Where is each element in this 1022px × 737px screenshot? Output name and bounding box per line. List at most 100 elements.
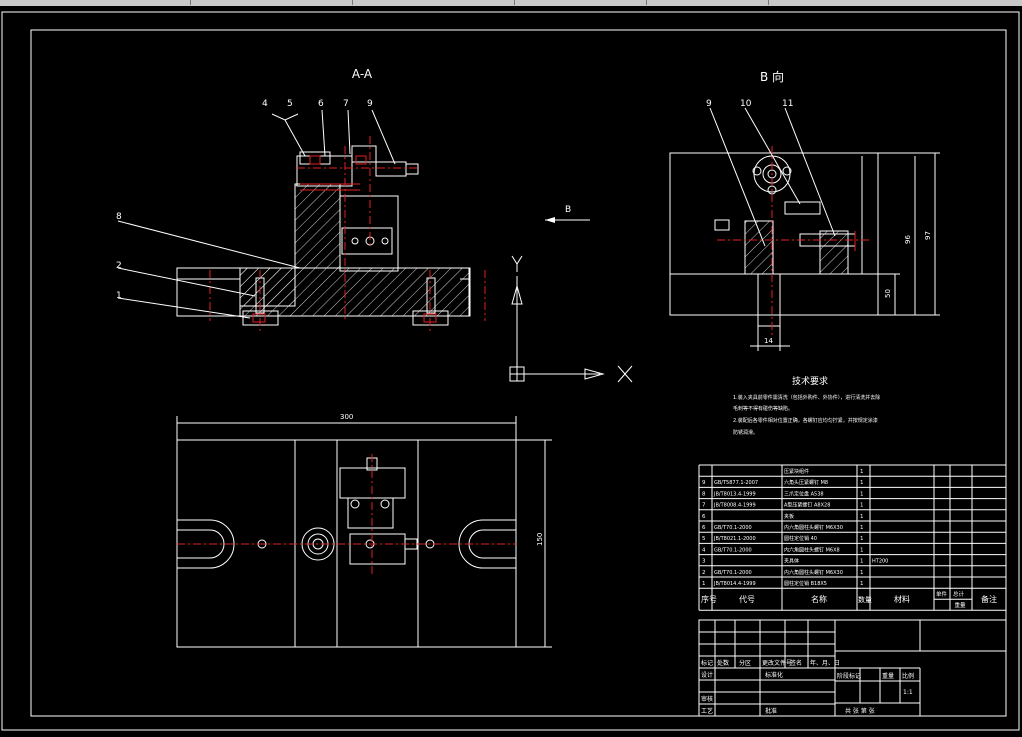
- bom-row-qty: 1: [860, 503, 864, 509]
- bom-row-code: JB/T8013.4-1999: [713, 491, 756, 497]
- balloon-aa-5: 5: [287, 99, 293, 109]
- tb-zone: 分区: [739, 659, 751, 667]
- tech-title: 技术要求: [792, 375, 828, 387]
- bom-header-no: 序号: [701, 594, 717, 604]
- balloon-b-11: 11: [782, 99, 793, 109]
- tech-line-1: 1.装入夹具前零件需清洗（包括外购件、外协件），进行清洗并去除: [733, 394, 880, 401]
- tb-sheets: 共 张 第 张: [845, 707, 875, 715]
- bom-row-no: 4: [702, 547, 706, 553]
- bom-row-qty: 1: [860, 480, 864, 486]
- tb-date: 年、月、日: [810, 659, 840, 667]
- b-dim-small: 50: [884, 289, 892, 298]
- bom-header-code: 代号: [739, 594, 755, 604]
- bom-row-qty: 1: [860, 570, 864, 576]
- b-dim-total: 97: [924, 231, 932, 240]
- tb-doc: 更改文件号: [762, 659, 792, 667]
- balloon-b-9: 9: [706, 99, 712, 109]
- bom-row-name: 夹板: [784, 513, 794, 520]
- bom-header-name: 名称: [811, 594, 827, 604]
- bom-row-name: 夹具体: [784, 558, 799, 565]
- bom-row-name: 三爪定位盘 A538: [784, 490, 824, 497]
- tb-weight: 重量: [882, 672, 894, 680]
- bom-header-single: 单件: [936, 590, 948, 598]
- tech-line-4: 防锈润滑。: [733, 429, 758, 436]
- bom-row-code: GB/T70.1-2000: [714, 525, 752, 531]
- bom-row-name: A型压紧螺钉 A8X28: [784, 502, 830, 509]
- bom-header-total: 总计: [953, 590, 965, 598]
- bom-row-qty: 1: [860, 559, 864, 565]
- tb-mark: 标记: [701, 659, 713, 667]
- bom-row-no: 8: [702, 491, 706, 497]
- balloon-b-10: 10: [740, 99, 752, 109]
- tb-process: 工艺: [701, 707, 713, 715]
- bom-row-qty: 1: [860, 581, 864, 587]
- plan-view: 300 150: [176, 413, 552, 648]
- bom-row-code: GB/T70.1-2000: [714, 547, 752, 553]
- tb-standard: 标准化: [765, 671, 783, 679]
- tb-approve: 批准: [765, 707, 777, 715]
- bom-row-code: JB/T8008.4-1999: [713, 503, 756, 509]
- tech-line-3: 2.装配后各零件相对位置正确，各螺钉应均匀拧紧，并按规定涂漆: [733, 417, 878, 424]
- bom-row-qty: 1: [860, 514, 864, 520]
- bom-row-qty: 1: [860, 547, 864, 553]
- balloon-aa-7: 7: [343, 99, 349, 109]
- tb-check: 审核: [701, 695, 713, 703]
- bom-row-name: 内六角圆柱头螺钉 M6X30: [784, 569, 843, 576]
- balloon-aa-8: 8: [116, 212, 122, 222]
- bom-row-no: 3: [702, 559, 706, 565]
- section-aa-label: A-A: [352, 67, 373, 81]
- tech-requirements: 技术要求 1.装入夹具前零件需清洗（包括外购件、外协件），进行清洗并去除 毛刺等…: [733, 375, 880, 436]
- b-dim-mid: 96: [904, 235, 912, 244]
- bom-row-code: GB/T5877.1-2007: [714, 480, 758, 486]
- balloon-aa-4: 4: [262, 99, 268, 109]
- bom-row-code: GB/T70.1-2000: [714, 570, 752, 576]
- view-b-label: B 向: [760, 69, 784, 84]
- drawing-canvas[interactable]: A-A: [0, 6, 1022, 733]
- tb-design: 设计: [701, 671, 713, 679]
- bom-row-qty: 1: [860, 525, 864, 531]
- plan-dim-height: 150: [536, 533, 544, 546]
- bom-row-name: 压紧块组件: [784, 468, 809, 475]
- tech-line-2: 毛刺等不得有碰伤等缺陷。: [733, 405, 793, 412]
- bom-row-code: JB/T8014.4-1999: [713, 581, 756, 587]
- bom-header-weight: 重量: [954, 601, 966, 609]
- bom-row-no: 2: [702, 570, 706, 576]
- section-aa-view: A-A: [116, 67, 486, 331]
- title-block: 标记 处数 分区 更改文件号 签名 年、月、日 设计 标准化 阶段标记 重量 比…: [698, 619, 1007, 717]
- bom-header-qty: 数量: [858, 595, 872, 604]
- tb-scale-value: 1:1: [903, 689, 913, 696]
- tb-sign: 签名: [790, 659, 802, 667]
- inner-frame: [30, 29, 1007, 717]
- tb-stage: 阶段标记: [837, 672, 861, 680]
- bom-row-code: JB/T8021.1-2000: [713, 536, 756, 542]
- bom-row-name: 六角头压紧螺钉 M8: [784, 479, 828, 486]
- view-b: B 向 50 96 97 14 9: [669, 69, 940, 351]
- balloon-aa-9: 9: [367, 99, 373, 109]
- balloon-aa-2: 2: [116, 261, 122, 271]
- view-b-arrow: B: [545, 205, 590, 223]
- bom-row-no: 7: [702, 503, 706, 509]
- bom-row-name: 内六角圆柱头螺钉 M6X30: [784, 524, 843, 531]
- bom-row-no: 6: [702, 514, 706, 520]
- ucs-icon: Y X: [509, 255, 633, 383]
- top-toolbar-strip: [0, 0, 1022, 6]
- bom-row-qty: 1: [860, 491, 864, 497]
- bom-row-name: 圆柱定位销 B18X5: [784, 580, 827, 587]
- bom-row-qty: 1: [860, 469, 864, 475]
- bom-row-no: 5: [702, 536, 706, 542]
- drawing-svg: A-A: [1, 11, 1020, 731]
- plan-dim-width: 300: [340, 413, 353, 421]
- bom-row-name: 内六角圆柱头螺钉 M6X8: [784, 546, 840, 553]
- bom-header-remark: 备注: [981, 594, 997, 604]
- bom-row-qty: 1: [860, 536, 864, 542]
- tb-scale: 比例: [902, 672, 914, 680]
- outer-frame: [1, 11, 1020, 731]
- bom-header-material: 材料: [894, 594, 910, 604]
- balloon-aa-6: 6: [318, 99, 324, 109]
- arrow-b-label: B: [565, 205, 571, 215]
- bom-row-name: 圆柱定位销 40: [784, 535, 817, 542]
- bom-row-no: 6: [702, 525, 706, 531]
- bom-row-no: 1: [702, 581, 706, 587]
- balloon-aa-1: 1: [116, 291, 122, 301]
